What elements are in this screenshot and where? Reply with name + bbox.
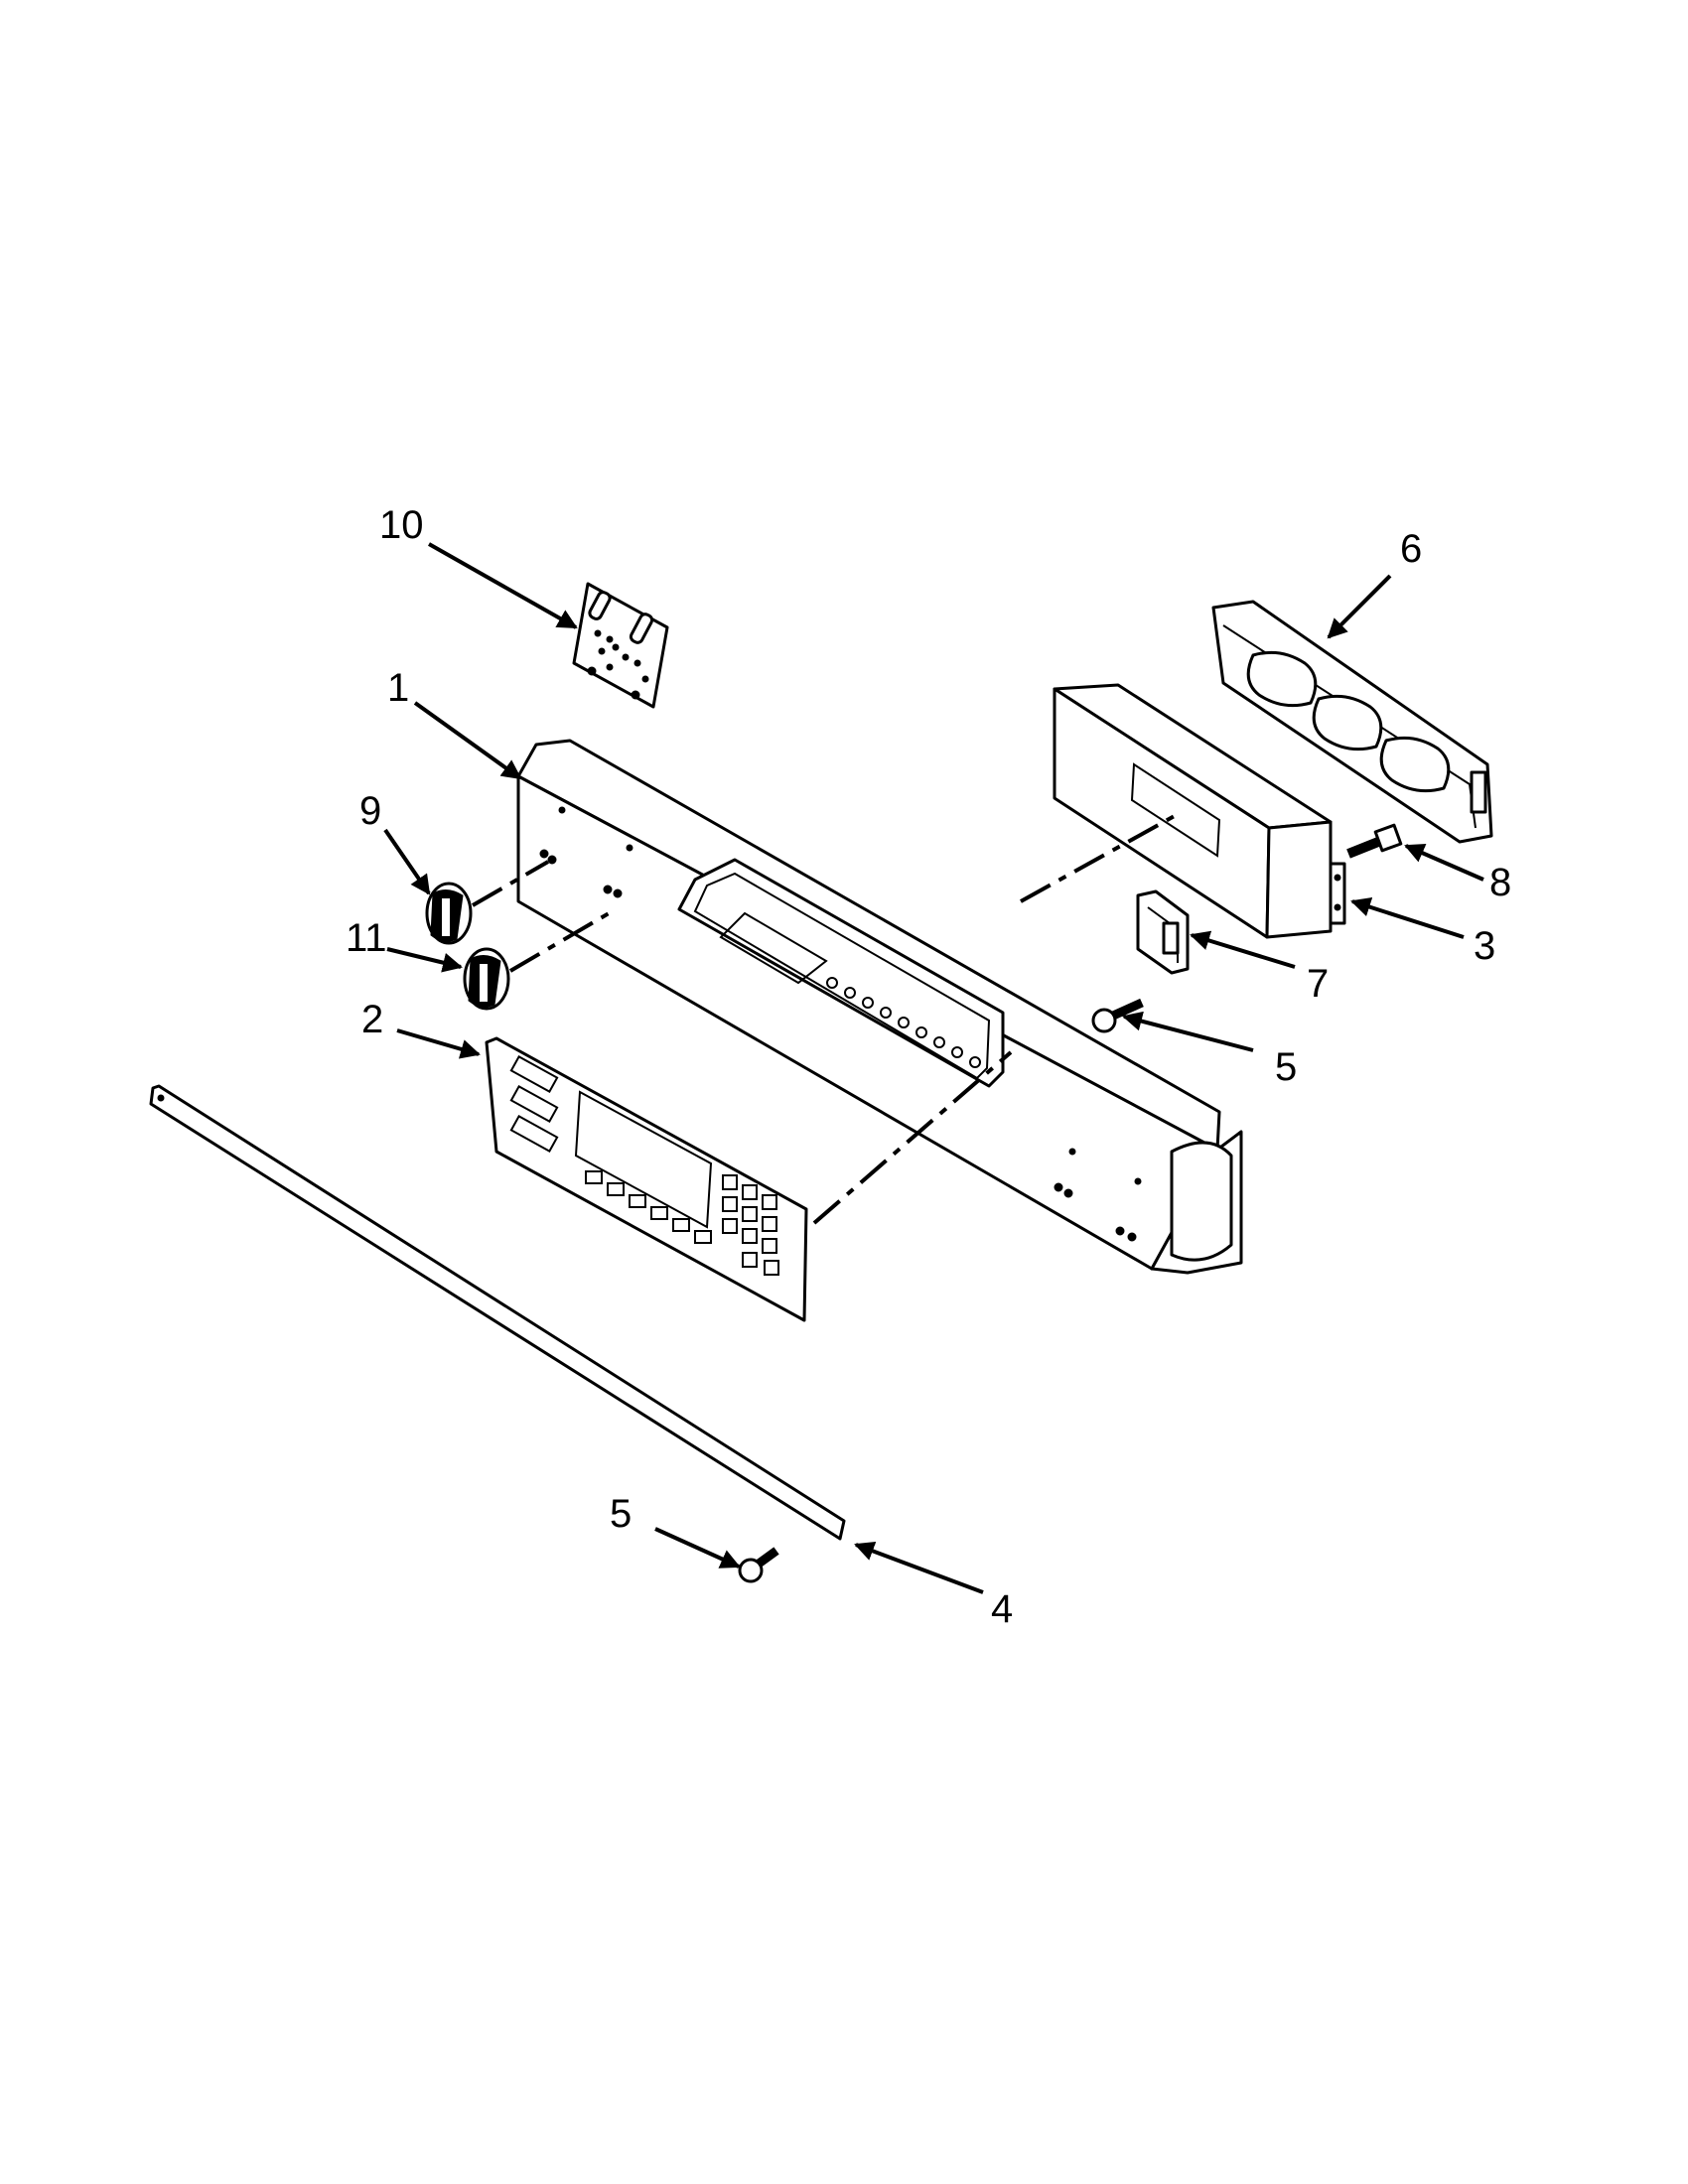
part-10-circuit-board — [572, 582, 669, 709]
leader-4 — [854, 1541, 984, 1594]
callout-4: 4 — [991, 1587, 1013, 1631]
callout-11: 11 — [346, 916, 387, 960]
alignment-line-knob-11 — [508, 907, 618, 973]
leader-10 — [428, 542, 578, 629]
part-4-trim-strip — [149, 1084, 846, 1541]
overlay-keypad — [722, 1174, 779, 1276]
alignment-line-knob-9 — [471, 860, 550, 907]
panel-slot-row — [826, 977, 981, 1068]
leader-5-lower — [654, 1527, 741, 1569]
part-2-control-overlay — [485, 1036, 808, 1322]
alignment-line-housing — [1020, 810, 1183, 903]
part-9-knob — [425, 882, 473, 945]
part-5-screw-lower — [738, 1547, 779, 1583]
callout-9: 9 — [359, 789, 381, 833]
part-7-bracket-clip — [1136, 889, 1190, 975]
callout-8: 8 — [1489, 861, 1511, 904]
part-1-control-panel — [516, 739, 1243, 1275]
leader-2 — [396, 1028, 481, 1059]
leader-6 — [1327, 574, 1392, 639]
part-6-rear-bracket — [1211, 600, 1493, 844]
leader-1 — [413, 701, 522, 780]
callout-5-upper: 5 — [1275, 1045, 1297, 1089]
leader-11 — [386, 947, 463, 973]
leader-5-upper — [1122, 1011, 1254, 1052]
alignment-line-overlay — [812, 1050, 1013, 1225]
overlay-button-row — [585, 1170, 712, 1244]
callout-2: 2 — [361, 998, 383, 1041]
part-11-knob — [463, 947, 510, 1011]
callout-1: 1 — [387, 666, 409, 710]
callout-7: 7 — [1307, 962, 1329, 1006]
leader-3 — [1350, 896, 1465, 939]
leader-7 — [1190, 930, 1296, 969]
callout-5-lower: 5 — [610, 1492, 632, 1536]
callout-10: 10 — [379, 503, 424, 547]
part-8-screw — [1346, 823, 1403, 859]
leader-9 — [383, 828, 431, 895]
part-3-control-housing — [1053, 683, 1346, 939]
callout-6: 6 — [1400, 527, 1422, 571]
part-5-screw-upper — [1091, 998, 1144, 1033]
callout-3: 3 — [1474, 924, 1495, 968]
leader-8 — [1404, 844, 1484, 882]
